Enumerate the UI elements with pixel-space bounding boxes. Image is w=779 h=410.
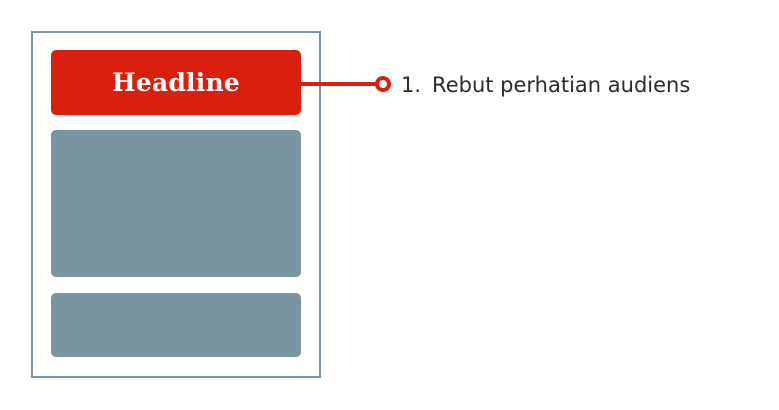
- footer-placeholder-block: [51, 293, 301, 357]
- headline-label: Headline: [112, 68, 240, 97]
- callout-number: 1.: [401, 73, 422, 97]
- callout-text: Rebut perhatian audiens: [432, 73, 691, 97]
- callout-label: 1. Rebut perhatian audiens: [401, 68, 690, 102]
- body-placeholder-block: [51, 130, 301, 277]
- headline-block[interactable]: Headline: [51, 50, 301, 115]
- callout-connector-line: [298, 82, 378, 86]
- ring-marker-icon: [375, 76, 391, 92]
